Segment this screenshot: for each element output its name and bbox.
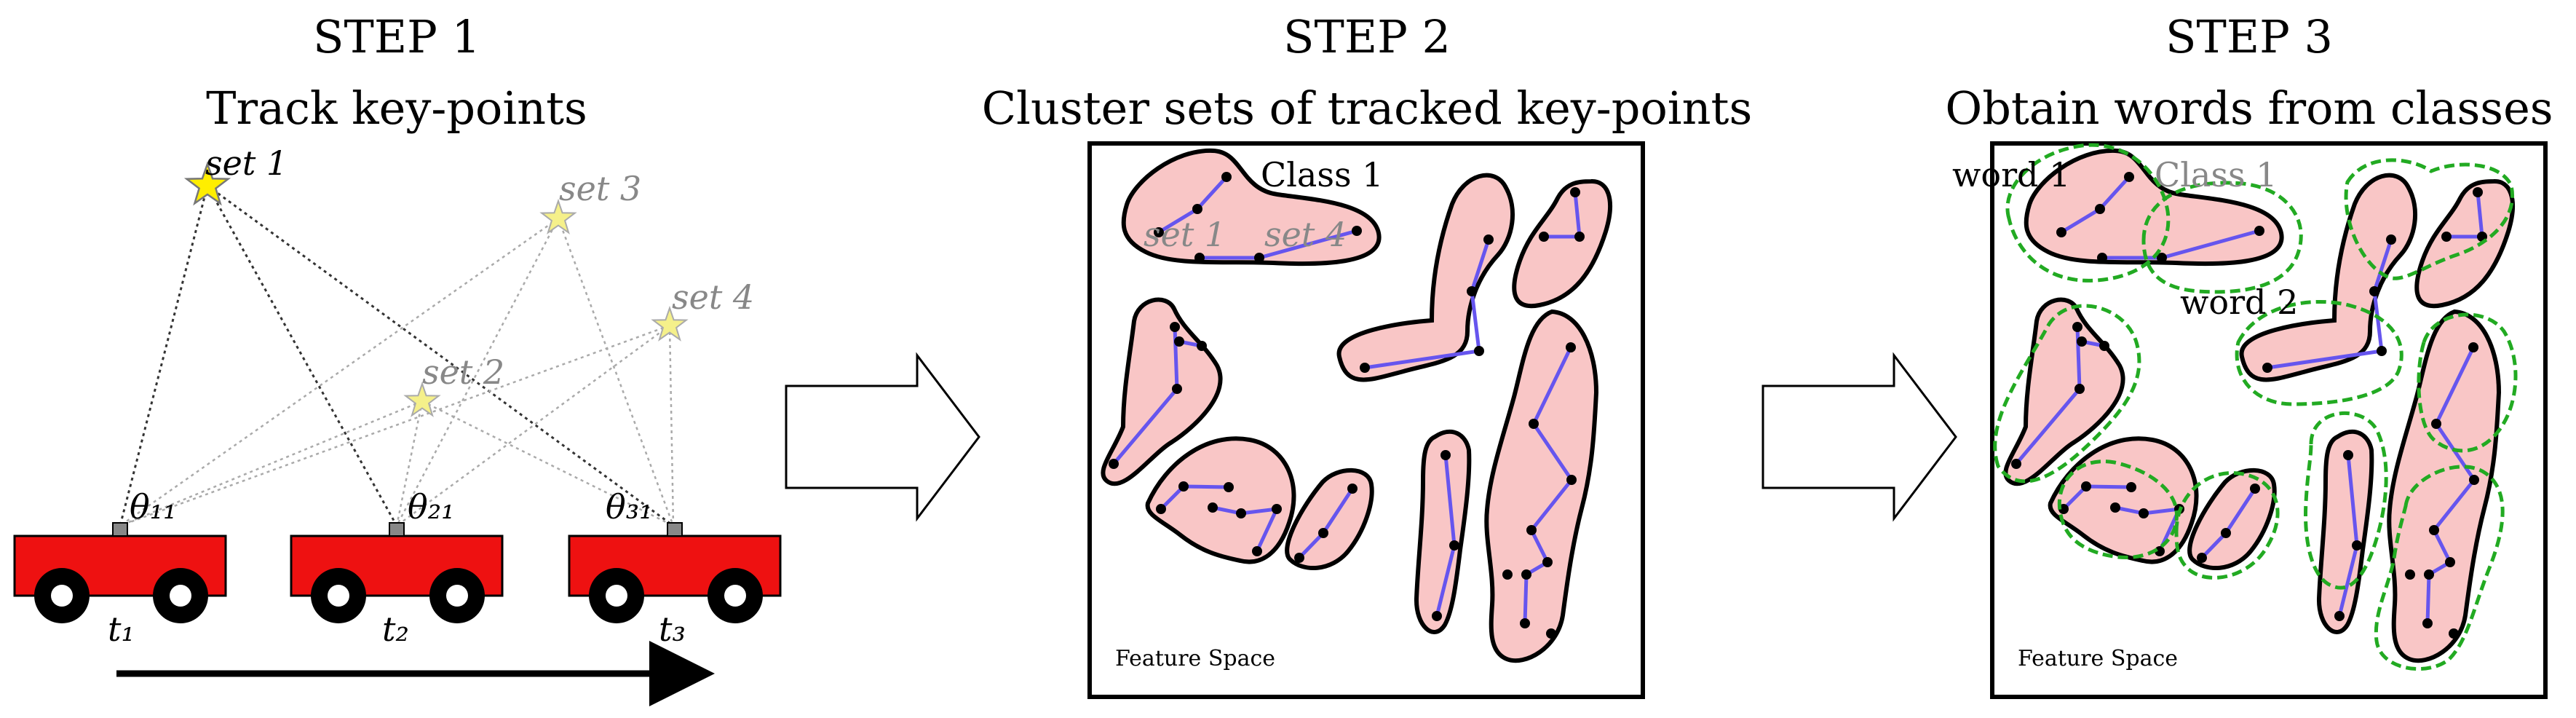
step3-heading: STEP 3 (2165, 10, 2333, 63)
feature-space-label: Feature Space (2018, 646, 2178, 671)
word-1-label: word 1 (1952, 155, 2070, 194)
car-1 (15, 523, 226, 623)
theta-2-label: θ₂₁ (408, 487, 455, 526)
class-1-label: Class 1 (1261, 155, 1383, 194)
set-4-label: set 4 (672, 277, 754, 317)
camera-icon (667, 523, 682, 536)
word-2-label: word 2 (2180, 283, 2298, 322)
car-2 (291, 523, 502, 623)
cluster-set-4-label: set 4 (1264, 215, 1347, 254)
car-3 (569, 523, 780, 623)
set-1-label: set 1 (205, 143, 288, 183)
transition-arrow-2 (1763, 355, 1956, 518)
theta-3-label: θ₃₁ (606, 487, 653, 526)
step2-heading: STEP 2 (1283, 10, 1451, 63)
set-2-label: set 2 (422, 352, 504, 392)
sightlines (120, 186, 673, 526)
step1-heading: STEP 1 (313, 10, 480, 63)
feature-space-label: Feature Space (1115, 646, 1275, 671)
step3-title: Obtain words from classes (1945, 82, 2553, 135)
theta-1-label: θ₁₁ (130, 487, 177, 526)
transition-arrow-1 (786, 355, 979, 518)
step2-panel: Class 1 set 1 set 4 Feature Space (1090, 143, 1643, 697)
step3-panel: word 1 Class 1 word 2 Feature Space (1952, 143, 2545, 697)
cluster-set-1-label: set 1 (1144, 215, 1226, 254)
step1-panel: set 1 set 3 set 4 set 2 (15, 143, 780, 674)
class-1-faded-label: Class 1 (2155, 155, 2277, 194)
time-2-label: t₂ (382, 609, 409, 649)
step2-title: Cluster sets of tracked key-points (982, 82, 1753, 135)
step2-heading-group: STEP 2 Cluster sets of tracked key-point… (982, 10, 1753, 135)
step3-heading-group: STEP 3 Obtain words from classes (1945, 10, 2553, 135)
camera-icon (389, 523, 404, 536)
set-3-label: set 3 (559, 169, 641, 208)
step1-heading-group: STEP 1 Track key-points (206, 10, 587, 135)
step1-title: Track key-points (206, 82, 587, 135)
time-3-label: t₃ (659, 609, 686, 649)
camera-icon (113, 523, 127, 536)
time-1-label: t₁ (108, 609, 135, 649)
